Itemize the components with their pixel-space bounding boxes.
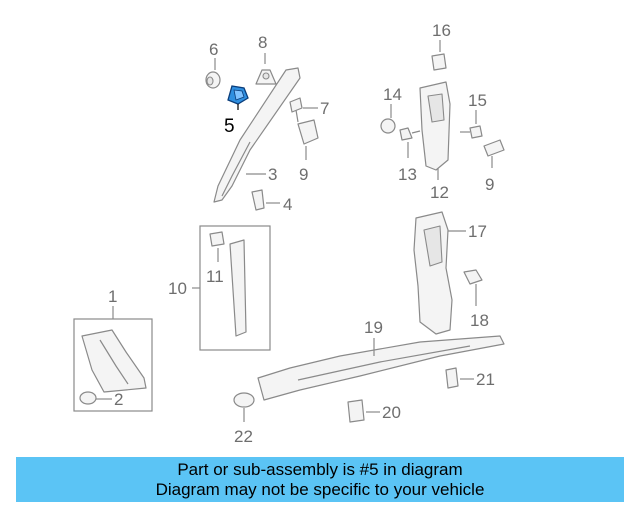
cap-9-right (483, 139, 505, 168)
footer-banner: Part or sub-assembly is #5 in diagram Di… (16, 457, 624, 502)
callout-11: 11 (206, 267, 224, 286)
callout-17: 17 (468, 222, 487, 241)
clip-4 (251, 189, 280, 211)
pillar-trim-11 (209, 231, 247, 337)
clip-21 (445, 367, 474, 389)
callout-4: 4 (283, 195, 292, 214)
grommet-14 (380, 104, 396, 134)
assembly-box-1 (73, 318, 153, 412)
a-pillar-trim (213, 67, 301, 203)
screw-7 (289, 97, 318, 123)
callout-7: 7 (320, 99, 329, 118)
callout-5: 5 (224, 116, 235, 137)
callout-15: 15 (468, 91, 487, 110)
callout-9-left: 9 (299, 165, 308, 184)
clip-2 (79, 391, 112, 405)
callout-2: 2 (114, 390, 123, 409)
clip-20 (347, 399, 380, 423)
kick-panel (81, 329, 147, 393)
parts-diagram: 3 4 6 5 8 7 9 12 (73, 21, 505, 446)
callout-22: 22 (234, 427, 253, 446)
bolt-5-highlighted (227, 85, 249, 110)
retainer-8 (255, 53, 277, 85)
callout-6: 6 (209, 40, 218, 59)
callout-18: 18 (470, 311, 489, 330)
callout-10: 10 (168, 279, 187, 298)
clip-16 (431, 40, 447, 71)
cap-22 (233, 392, 255, 422)
callout-21: 21 (476, 370, 495, 389)
callout-12: 12 (430, 183, 449, 202)
callout-1: 1 (108, 287, 117, 306)
bolt-15 (460, 110, 483, 139)
callout-16: 16 (432, 21, 451, 40)
callout-8: 8 (258, 33, 267, 52)
b-pillar-lower-trim (413, 211, 466, 335)
callout-13: 13 (398, 165, 417, 184)
bolt-18 (463, 269, 483, 306)
callout-14: 14 (383, 85, 402, 104)
callout-3: 3 (268, 165, 277, 184)
scuff-sill-plate (257, 335, 505, 401)
callout-20: 20 (382, 403, 401, 422)
b-pillar-upper-trim (419, 81, 451, 180)
footer-line-2: Diagram may not be specific to your vehi… (155, 480, 485, 499)
callout-19: 19 (364, 318, 383, 337)
footer-line-1: Part or sub-assembly is #5 in diagram (177, 460, 463, 479)
cap-9-left (297, 119, 319, 160)
grommet-6 (205, 58, 221, 89)
bolt-13 (399, 127, 421, 158)
callout-9-right: 9 (485, 175, 494, 194)
